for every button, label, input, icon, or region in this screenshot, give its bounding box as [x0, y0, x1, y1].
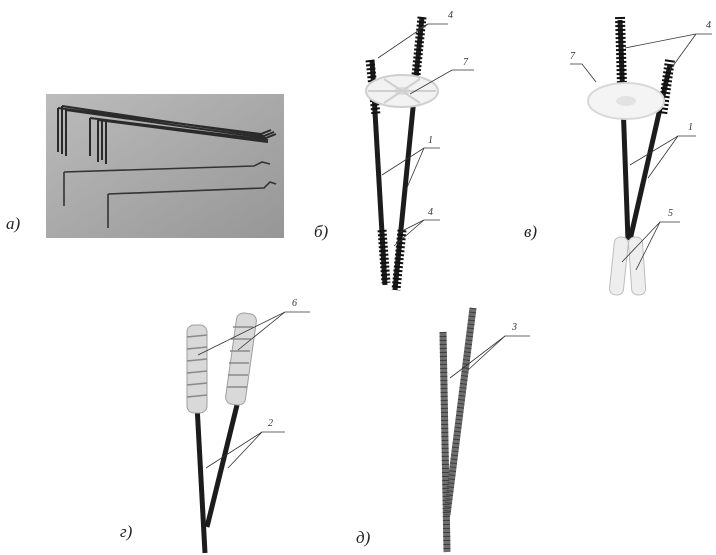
panel-label-g: г) — [120, 522, 132, 542]
callout-g-top: 6 — [292, 298, 297, 309]
panel-label-v: в) — [524, 222, 537, 242]
callout-b-bottom: 4 — [428, 207, 433, 218]
callout-b-top: 4 — [448, 10, 453, 21]
callout-d-top: 3 — [512, 322, 517, 333]
callout-g-mid: 2 — [268, 418, 273, 429]
callout-b-washer: 7 — [463, 57, 468, 68]
callout-v-mid: 1 — [688, 122, 693, 133]
panel-label-b: б) — [314, 222, 328, 242]
callout-v-top: 4 — [706, 20, 711, 31]
callout-b-mid: 1 — [428, 135, 433, 146]
callout-v-bottom: 5 — [668, 208, 673, 219]
callout-v-washer: 7 — [570, 51, 575, 62]
panel-label-d: д) — [356, 528, 370, 548]
panel-label-a: а) — [6, 214, 20, 234]
